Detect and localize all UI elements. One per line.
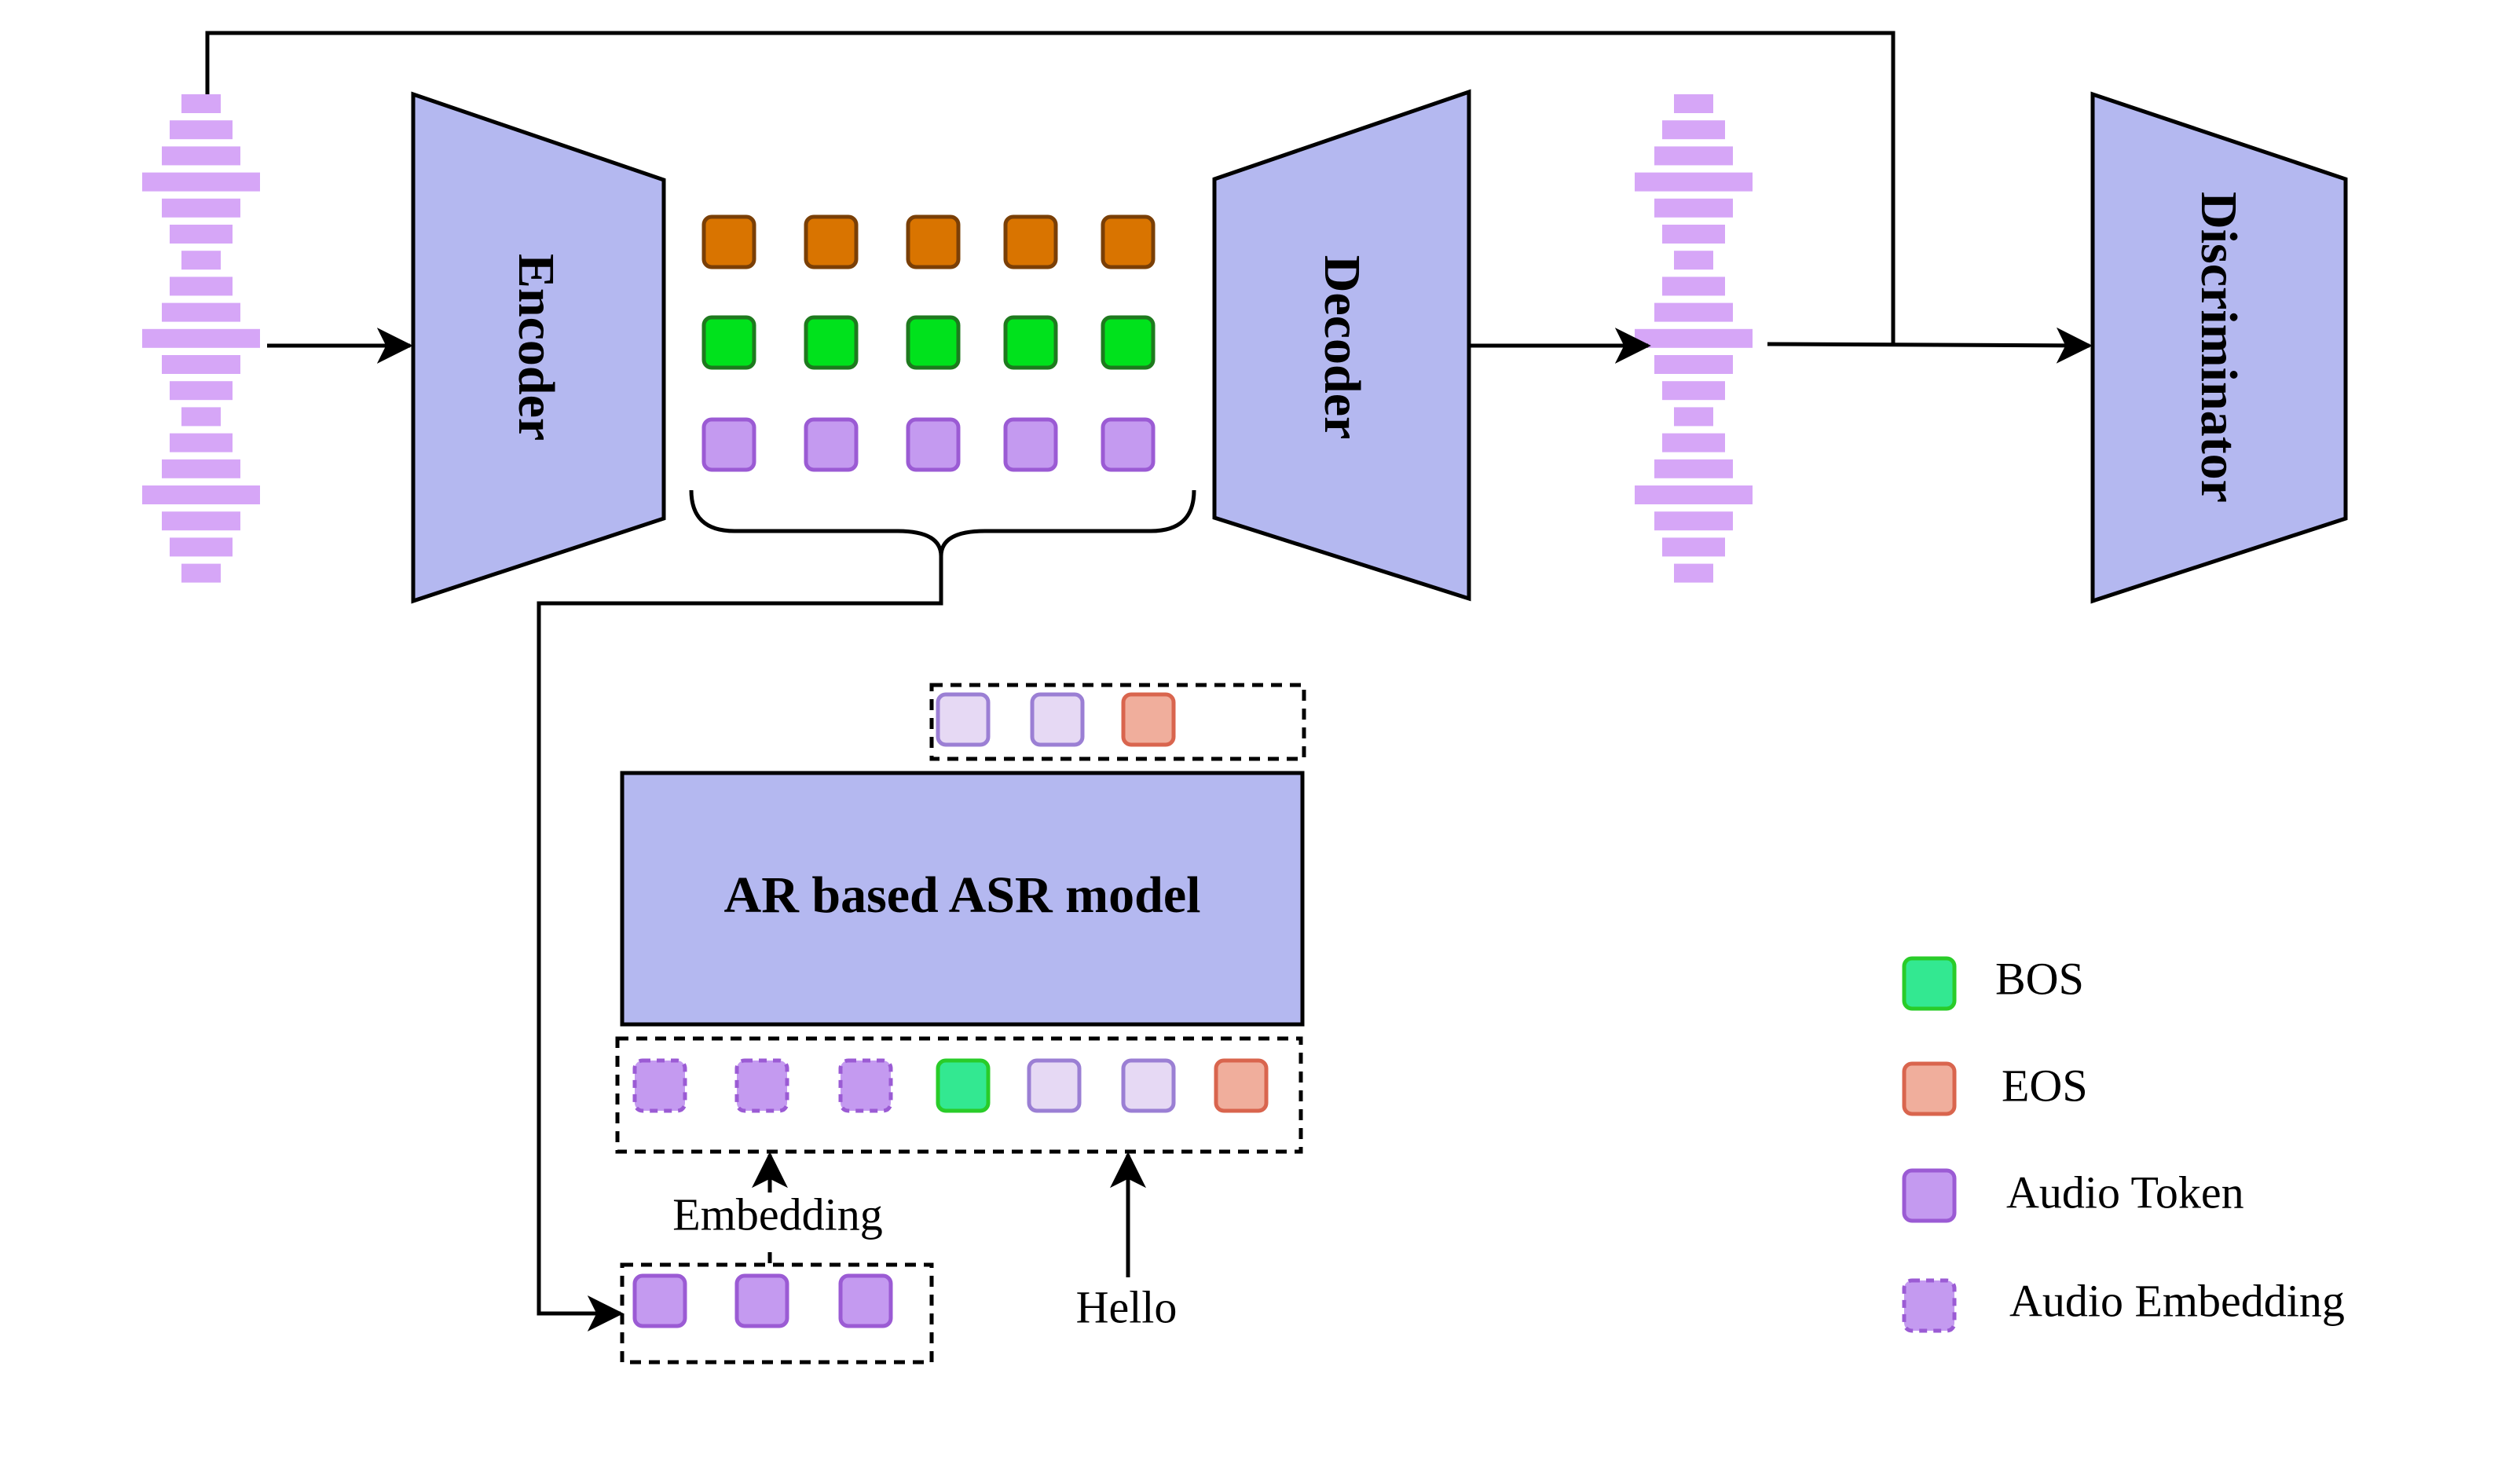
waveform-bar — [1662, 277, 1725, 296]
waveform-bar — [181, 94, 221, 113]
codec-token-grid — [701, 214, 1156, 472]
legend-label-eos: EOS — [2002, 1060, 2088, 1111]
token-brace — [689, 489, 1196, 557]
brace-to-asr-connector — [537, 555, 943, 1332]
waveform-bar — [1635, 172, 1753, 192]
legend-swatch-eos — [1902, 1061, 1957, 1116]
waveform-bar — [1662, 381, 1725, 401]
legend-label-bos: BOS — [1995, 953, 2084, 1004]
legend-label-audio-embedding: Audio Embedding — [2009, 1275, 2345, 1326]
codebook-token-purple — [701, 417, 756, 472]
legend-swatch-audio-token — [1902, 1168, 1957, 1223]
audio-token — [734, 1273, 789, 1328]
codebook-token-orange — [804, 214, 859, 269]
waveform-bar — [170, 225, 233, 244]
waveform-bar — [181, 407, 221, 427]
encoder-label: Encoder — [507, 254, 565, 441]
asr-input-sequence — [615, 1036, 1303, 1154]
waveform-bar — [162, 511, 240, 531]
decoder-block — [1212, 89, 1471, 602]
embedding-label: Embedding — [672, 1189, 882, 1240]
eos-token — [1214, 1058, 1269, 1113]
waveform-bar — [1662, 225, 1725, 244]
asr-model-block — [620, 771, 1305, 1027]
discriminator-label: Discriminator — [2190, 192, 2247, 503]
waveform-bar — [1662, 537, 1725, 557]
asr-output-sequence — [929, 683, 1306, 761]
legend-swatch-bos — [1902, 956, 1957, 1011]
decoder-label: Decoder — [1313, 255, 1371, 440]
waveform-bar — [1674, 94, 1713, 113]
audio-embedding-token — [734, 1058, 789, 1113]
codebook-token-green — [1101, 315, 1156, 370]
codebook-token-orange — [1003, 214, 1058, 269]
codebook-token-green — [906, 315, 961, 370]
waveform-bar — [1654, 146, 1733, 166]
waveform-bar — [142, 328, 260, 348]
discriminator-block — [2090, 91, 2348, 604]
audio-token-sequence — [620, 1262, 934, 1365]
waveform-bar — [1662, 120, 1725, 140]
legend: BOS EOS Audio Token Audio Embedding — [1902, 953, 2345, 1333]
waveform-bar — [181, 251, 221, 270]
waveform-bar — [1662, 433, 1725, 452]
waveform-bar — [162, 146, 240, 166]
output-text-token — [936, 692, 991, 747]
waveform-bar — [1674, 407, 1713, 427]
bos-token — [936, 1058, 991, 1113]
hello-label: Hello — [1076, 1281, 1178, 1332]
audio-token — [838, 1273, 893, 1328]
codebook-token-purple — [804, 417, 859, 472]
waveform-bar — [1674, 251, 1713, 270]
waveform-bar — [170, 537, 233, 557]
waveform-bar — [170, 120, 233, 140]
reconstructed-waveform — [1635, 94, 1753, 583]
codebook-token-green — [1003, 315, 1058, 370]
eos-token — [1121, 692, 1176, 747]
asr-model-label: AR based ASR model — [724, 866, 1201, 924]
legend-swatch-audio-embedding — [1902, 1278, 1957, 1333]
codebook-token-green — [701, 315, 756, 370]
waveform-bar — [170, 381, 233, 401]
waveform-bar — [162, 302, 240, 322]
waveform-bar — [1654, 511, 1733, 531]
input-text-token — [1121, 1058, 1176, 1113]
output-text-token — [1030, 692, 1085, 747]
codebook-token-purple — [1101, 417, 1156, 472]
waveform-bar — [1635, 485, 1753, 504]
input-waveform — [142, 94, 260, 583]
codebook-token-green — [804, 315, 859, 370]
audio-embedding-token — [632, 1058, 687, 1113]
waveform-bar — [170, 277, 233, 296]
waveform-bar — [162, 355, 240, 374]
waveform-bar — [1674, 563, 1713, 583]
input-text-token — [1027, 1058, 1082, 1113]
audio-embedding-token — [838, 1058, 893, 1113]
waveform-bar — [181, 563, 221, 583]
waveform-bar — [1654, 459, 1733, 478]
waveform-bar — [162, 459, 240, 478]
codebook-token-orange — [906, 214, 961, 269]
output-to-discriminator-arrow — [1767, 327, 2093, 364]
audio-token — [632, 1273, 687, 1328]
codebook-token-purple — [906, 417, 961, 472]
waveform-bar — [1654, 355, 1733, 374]
legend-label-audio-token: Audio Token — [2006, 1167, 2244, 1218]
waveform-bar — [142, 485, 260, 504]
waveform-bar — [1654, 302, 1733, 322]
sequence-tokens — [632, 692, 1269, 1328]
codebook-token-orange — [701, 214, 756, 269]
waveform-bar — [170, 433, 233, 452]
waveform-bar — [1635, 328, 1753, 348]
encoder-block — [411, 91, 666, 604]
waveform-bar — [1654, 198, 1733, 218]
waveform-bar — [162, 198, 240, 218]
waveform-bar — [142, 172, 260, 192]
feedback-connector — [205, 31, 1895, 344]
codebook-token-purple — [1003, 417, 1058, 472]
codebook-token-orange — [1101, 214, 1156, 269]
